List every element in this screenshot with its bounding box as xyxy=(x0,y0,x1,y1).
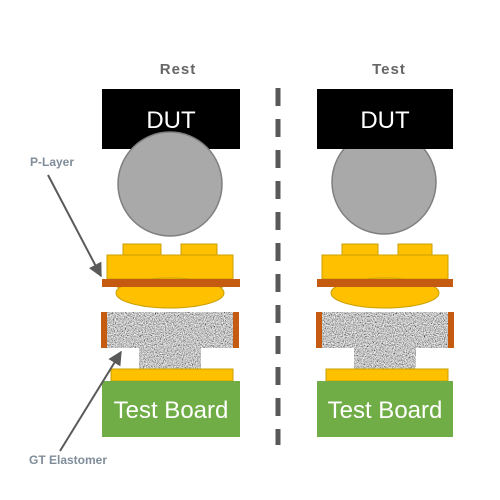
gt-elastomer-callout-label: GT Elastomer xyxy=(29,453,107,467)
rest-contact-pad-right xyxy=(180,243,218,257)
p-layer-callout-label: P-Layer xyxy=(30,155,74,169)
gt-elastomer-callout-arrow xyxy=(59,350,122,452)
rest-gt-elastomer-upper xyxy=(107,312,233,348)
test-side-bar-right xyxy=(448,312,454,348)
test-test-board xyxy=(317,381,453,437)
test-contact-pad-right xyxy=(397,243,433,257)
test-test-board-label: Test Board xyxy=(328,397,443,424)
test-gt-elastomer-lower xyxy=(354,347,416,369)
rest-top-gold-layer xyxy=(106,254,234,280)
rest-test-board xyxy=(102,381,240,437)
test-dut-label: DUT xyxy=(360,107,410,134)
test-side-bar-left xyxy=(316,312,322,348)
test-top-gold-layer xyxy=(321,254,449,280)
test-column: Test DUT Test Board xyxy=(316,61,454,437)
rest-column: Rest DUT Test Board xyxy=(101,61,240,437)
rest-bottom-gold-plate xyxy=(110,368,234,382)
test-contact-pad-left xyxy=(341,243,379,257)
test-gt-elastomer-upper xyxy=(322,312,448,348)
rest-contact-pad-left xyxy=(122,243,162,257)
p-layer-callout-arrow xyxy=(47,174,102,278)
rest-column-title: Rest xyxy=(160,61,197,78)
rest-p-layer xyxy=(102,279,240,287)
p-layer-callout: P-Layer xyxy=(30,155,102,278)
test-p-layer xyxy=(317,279,453,287)
test-dut-block xyxy=(317,89,453,149)
gt-elastomer-callout: GT Elastomer xyxy=(29,350,122,467)
rest-gt-elastomer-lower xyxy=(139,347,201,369)
test-column-title: Test xyxy=(372,61,406,78)
rest-side-bar-right xyxy=(233,312,239,348)
test-bottom-gold-plate xyxy=(325,368,449,382)
rest-dut-label: DUT xyxy=(146,107,196,134)
rest-side-bar-left xyxy=(101,312,107,348)
rest-test-board-label: Test Board xyxy=(114,397,229,424)
rest-solder-ball xyxy=(117,131,223,237)
